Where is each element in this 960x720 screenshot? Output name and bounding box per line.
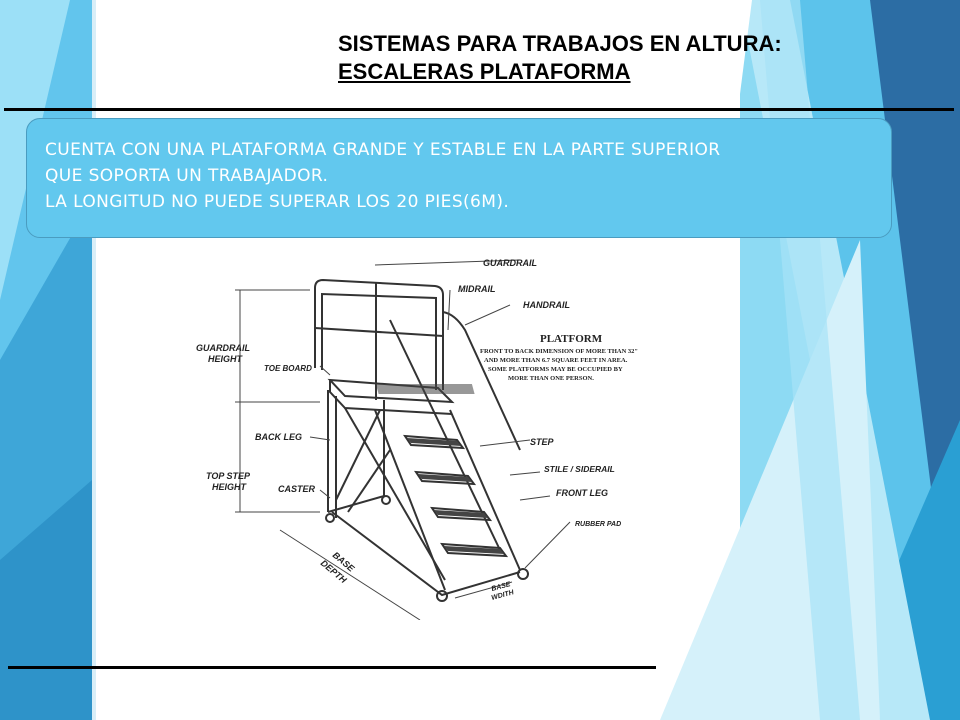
label-platform-desc-4: MORE THAN ONE PERSON.	[508, 375, 594, 382]
slide-title: SISTEMAS PARA TRABAJOS EN ALTURA: ESCALE…	[338, 30, 782, 86]
label-top-step-height-2: HEIGHT	[212, 482, 248, 492]
label-front-leg: FRONT LEG	[556, 488, 608, 498]
label-rubber-pad: RUBBER PAD	[575, 521, 621, 528]
label-guardrail: GUARDRAIL	[483, 258, 537, 268]
label-platform-desc-2: AND MORE THAN 6.7 SQUARE FEET IN AREA.	[484, 357, 628, 364]
label-platform-desc-3: SOME PLATFORMS MAY BE OCCUPIED BY	[488, 366, 623, 373]
label-platform-title: PLATFORM	[540, 333, 603, 345]
top-divider	[4, 108, 954, 111]
label-midrail: MIDRAIL	[458, 284, 496, 294]
label-top-step-height-1: TOP STEP	[206, 471, 251, 481]
label-platform-desc-1: FRONT TO BACK DIMENSION OF MORE THAN 32"	[480, 348, 638, 355]
label-base-width-1: BASE	[491, 581, 512, 593]
title-line-2: ESCALERAS PLATAFORMA	[338, 59, 631, 84]
label-back-leg: BACK LEG	[255, 432, 302, 442]
bottom-divider	[8, 666, 656, 669]
label-toe-board: TOE BOARD	[264, 364, 312, 373]
label-stile-siderail: STILE / SIDERAIL	[544, 464, 615, 474]
title-line-1: SISTEMAS PARA TRABAJOS EN ALTURA:	[338, 31, 782, 56]
platform-ladder-diagram: GUARDRAIL MIDRAIL HANDRAIL PLATFORM FRON…	[196, 258, 638, 620]
label-handrail: HANDRAIL	[523, 300, 570, 310]
label-step: STEP	[530, 437, 555, 447]
label-guardrail-height-1: GUARDRAIL	[196, 343, 250, 353]
label-caster: CASTER	[278, 484, 316, 494]
callout-line-2: QUE SOPORTA UN TRABAJADOR.	[45, 166, 329, 186]
callout-line-3: LA LONGITUD NO PUEDE SUPERAR LOS 20 PIES…	[45, 192, 510, 212]
label-guardrail-height-2: HEIGHT	[208, 354, 244, 364]
callout-line-1: CUENTA CON UNA PLATAFORMA GRANDE Y ESTAB…	[45, 140, 721, 160]
info-callout: CUENTA CON UNA PLATAFORMA GRANDE Y ESTAB…	[26, 118, 892, 238]
